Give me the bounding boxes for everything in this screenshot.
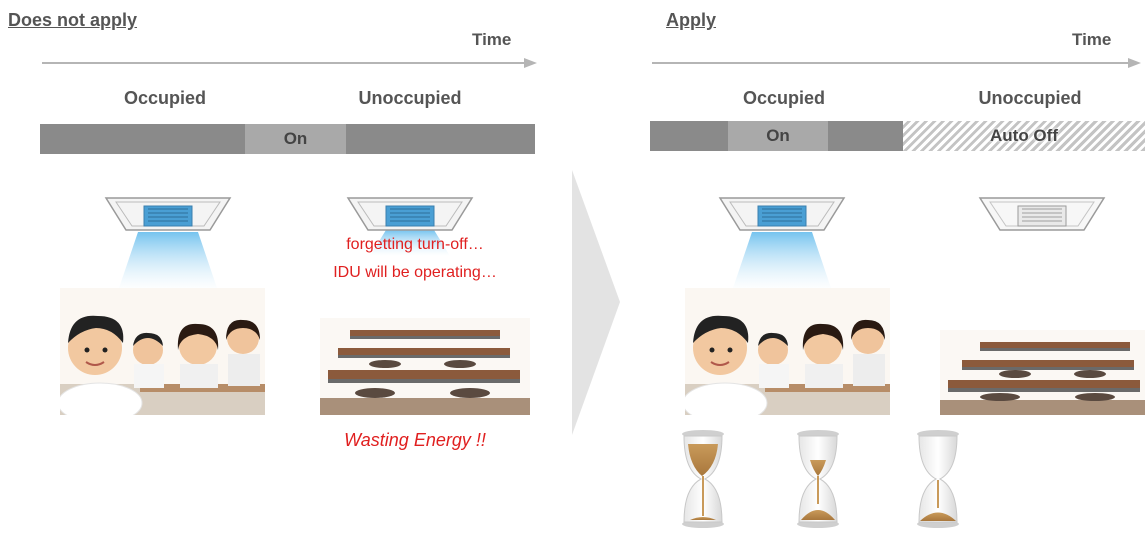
cold-air-flow-icon [370, 230, 450, 256]
operation-timeline-bar: On Auto Off [650, 121, 1145, 151]
occupied-label: Occupied [123, 88, 207, 108]
timeline-segment-on: On [728, 121, 828, 151]
timeline-segment-occupied [40, 124, 245, 154]
time-arrow [652, 58, 1141, 68]
hourglass-icon [682, 430, 724, 528]
section-title-does-not-apply: Does not apply [8, 10, 138, 30]
note-forgetting-turn-off: forgetting turn-off… [346, 236, 484, 253]
hourglass-icon [917, 430, 959, 528]
timeline-segment-unoccupied [346, 124, 535, 154]
time-label: Time [472, 30, 512, 49]
warning-wasting-energy: Wasting Energy !! [344, 430, 486, 450]
hourglass-icon [797, 430, 839, 528]
time-arrow [42, 58, 537, 68]
timeline-segment-on: On [245, 124, 346, 154]
unoccupied-label: Unoccupied [358, 88, 462, 108]
ceiling-cassette-unit-icon [718, 197, 846, 291]
timeline-segment-auto-off: Auto Off [903, 121, 1145, 151]
section-title-apply: Apply [666, 10, 717, 30]
timeline-segment-occupied [650, 121, 728, 151]
ceiling-cassette-unit-off-icon [978, 197, 1106, 231]
cold-air-flow-icon [732, 232, 832, 291]
time-label: Time [1072, 30, 1112, 49]
transition-arrow-icon [572, 170, 620, 435]
occupied-label: Occupied [742, 88, 826, 108]
timeline-segment-occupied-end [828, 121, 903, 151]
cold-air-flow-icon [118, 232, 218, 291]
children-classroom-image [60, 288, 265, 415]
unoccupied-label: Unoccupied [978, 88, 1082, 108]
operation-timeline-bar: On [40, 124, 535, 154]
ceiling-cassette-unit-icon [104, 197, 232, 291]
ceiling-cassette-unit-icon-running [346, 197, 474, 256]
children-classroom-image [685, 288, 890, 415]
empty-desks-image [940, 330, 1145, 415]
note-idu-operating: IDU will be operating… [333, 264, 497, 281]
empty-desks-image [320, 318, 530, 415]
